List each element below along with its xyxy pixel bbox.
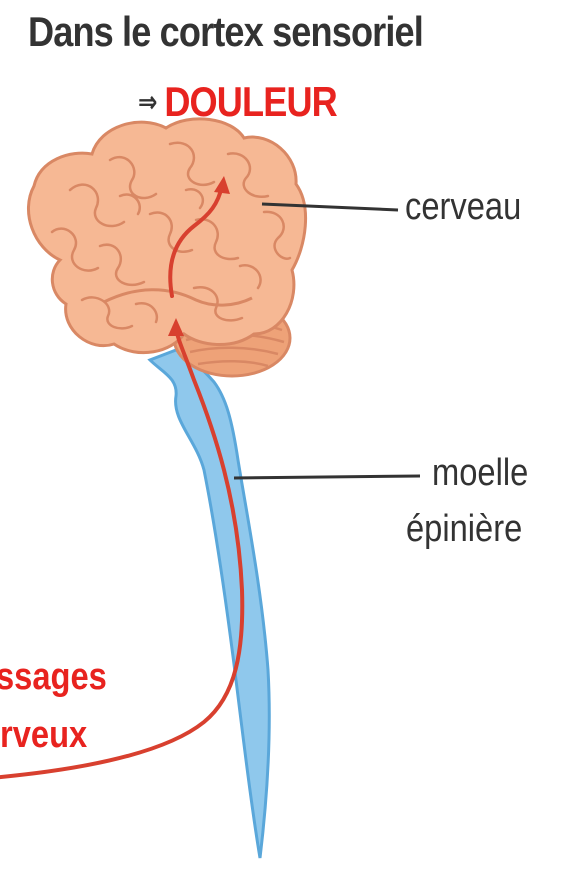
spinal-cord-leader-line [234, 476, 420, 478]
spinal-cord-label-line2: épinière [406, 508, 522, 551]
title: Dans le cortex sensoriel [28, 8, 423, 56]
messages-label-line2: rveux [0, 714, 87, 757]
brain [28, 119, 305, 353]
messages-label-line1: ssages [0, 656, 107, 699]
result-word: DOULEUR [164, 78, 337, 125]
brain-label: cerveau [405, 186, 521, 229]
implies-arrow-icon: ⇒ [138, 86, 157, 119]
spinal-cord-label-line1: moelle [432, 452, 528, 495]
result-line: ⇒DOULEUR [138, 78, 337, 126]
